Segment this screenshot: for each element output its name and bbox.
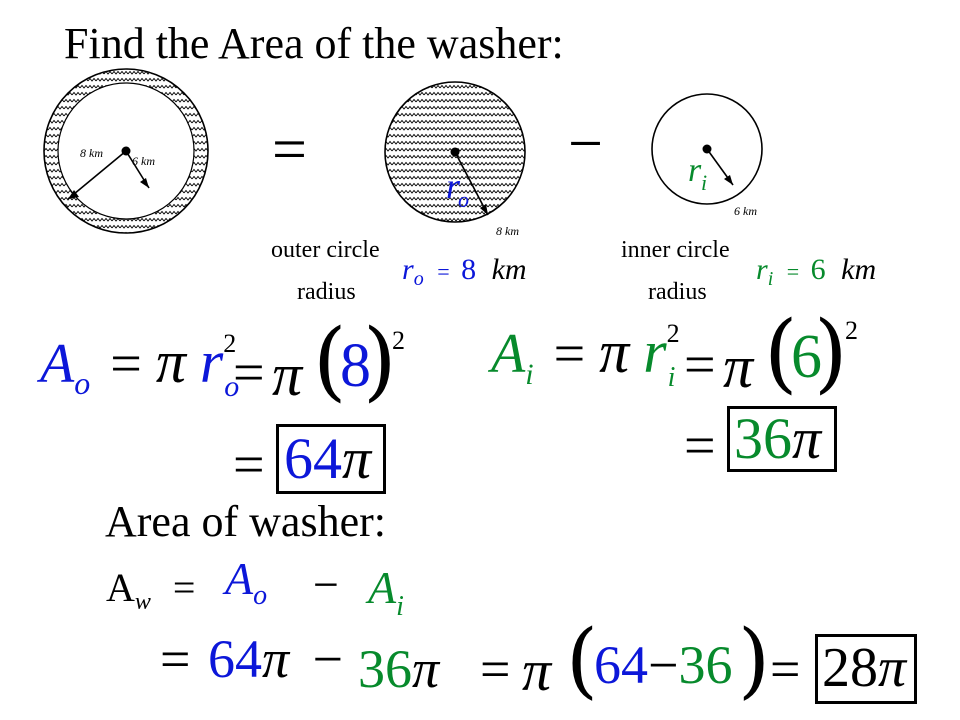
page-title: Find the Area of the washer:: [64, 19, 564, 68]
outer-radius-symbol: r: [446, 166, 461, 206]
inner-radius-value: ri = 6 km: [756, 253, 877, 290]
inner-radius-subscript: i: [701, 170, 707, 195]
washer-substitution: = 64π −: [160, 629, 343, 689]
outer-area-value: 8: [340, 332, 371, 400]
outer-caption-line1: outer circle: [271, 237, 380, 263]
washer-heading: Area of washer:: [105, 497, 386, 546]
inner-area-value: 6: [791, 323, 822, 391]
inner-area-eq2: =: [684, 334, 716, 396]
inner-caption-line1: inner circle: [621, 237, 730, 263]
washer-difference: 64−36: [594, 635, 733, 695]
outer-area-eq3: =: [233, 434, 265, 496]
outer-area-rparen: ): [363, 311, 397, 411]
inner-caption-line2: radius: [648, 279, 707, 305]
outer-disk: [384, 81, 526, 223]
washer-lparen: (: [566, 613, 598, 708]
equals-sign: =: [272, 116, 307, 184]
washer-shape: [43, 68, 209, 234]
inner-area-exponent: 2: [845, 316, 858, 345]
inner-area-rparen: ): [814, 303, 848, 403]
outer-area-exponent: 2: [392, 326, 405, 355]
inner-circle: [651, 93, 763, 205]
outer-radius-length-label: 8 km: [496, 224, 519, 238]
washer-area-symbol: Aw =: [106, 565, 196, 615]
outer-area-result-box: [276, 424, 386, 494]
washer-minus: −: [313, 559, 339, 610]
outer-radius-value: ro = 8 km: [402, 253, 527, 290]
outer-area-result: 64π: [284, 426, 372, 491]
washer-eq3: =: [480, 639, 511, 699]
washer-outer-term: Ao: [225, 553, 268, 611]
inner-area-formula: Ai = π r2i: [491, 319, 680, 393]
washer-final-result: 28π: [822, 637, 907, 699]
inner-area-lparen: (: [764, 303, 798, 403]
outer-area-formula: Ao = π r2o: [40, 329, 240, 403]
washer-inner-radius-label: 6 km: [132, 154, 155, 168]
inner-area-eq3: =: [684, 415, 716, 477]
outer-radius-subscript: o: [458, 187, 469, 212]
inner-radius-length-label: 6 km: [734, 204, 757, 218]
outer-area-pi: π: [272, 342, 303, 408]
washer-inner-term: Ai: [368, 562, 404, 622]
washer-eq4: =: [770, 639, 801, 699]
inner-area-result: 36π: [734, 406, 822, 471]
inner-area-pi: π: [723, 334, 754, 400]
washer-outer-radius-label: 8 km: [80, 146, 103, 160]
washer-substitution-36: 36π: [358, 639, 440, 699]
outer-area-lparen: (: [313, 311, 347, 411]
inner-area-result-box: [727, 406, 837, 472]
inner-radius-symbol: r: [688, 152, 702, 189]
washer-final-box: [815, 634, 917, 704]
washer-rparen: ): [738, 613, 770, 708]
outer-area-eq2: =: [233, 342, 265, 404]
washer-figures: 8 km 6 km = r o 8 km − r i 6 km: [43, 68, 763, 238]
minus-sign: −: [568, 110, 603, 178]
outer-caption-line2: radius: [297, 279, 356, 305]
washer-pi-factor: π: [522, 638, 552, 703]
